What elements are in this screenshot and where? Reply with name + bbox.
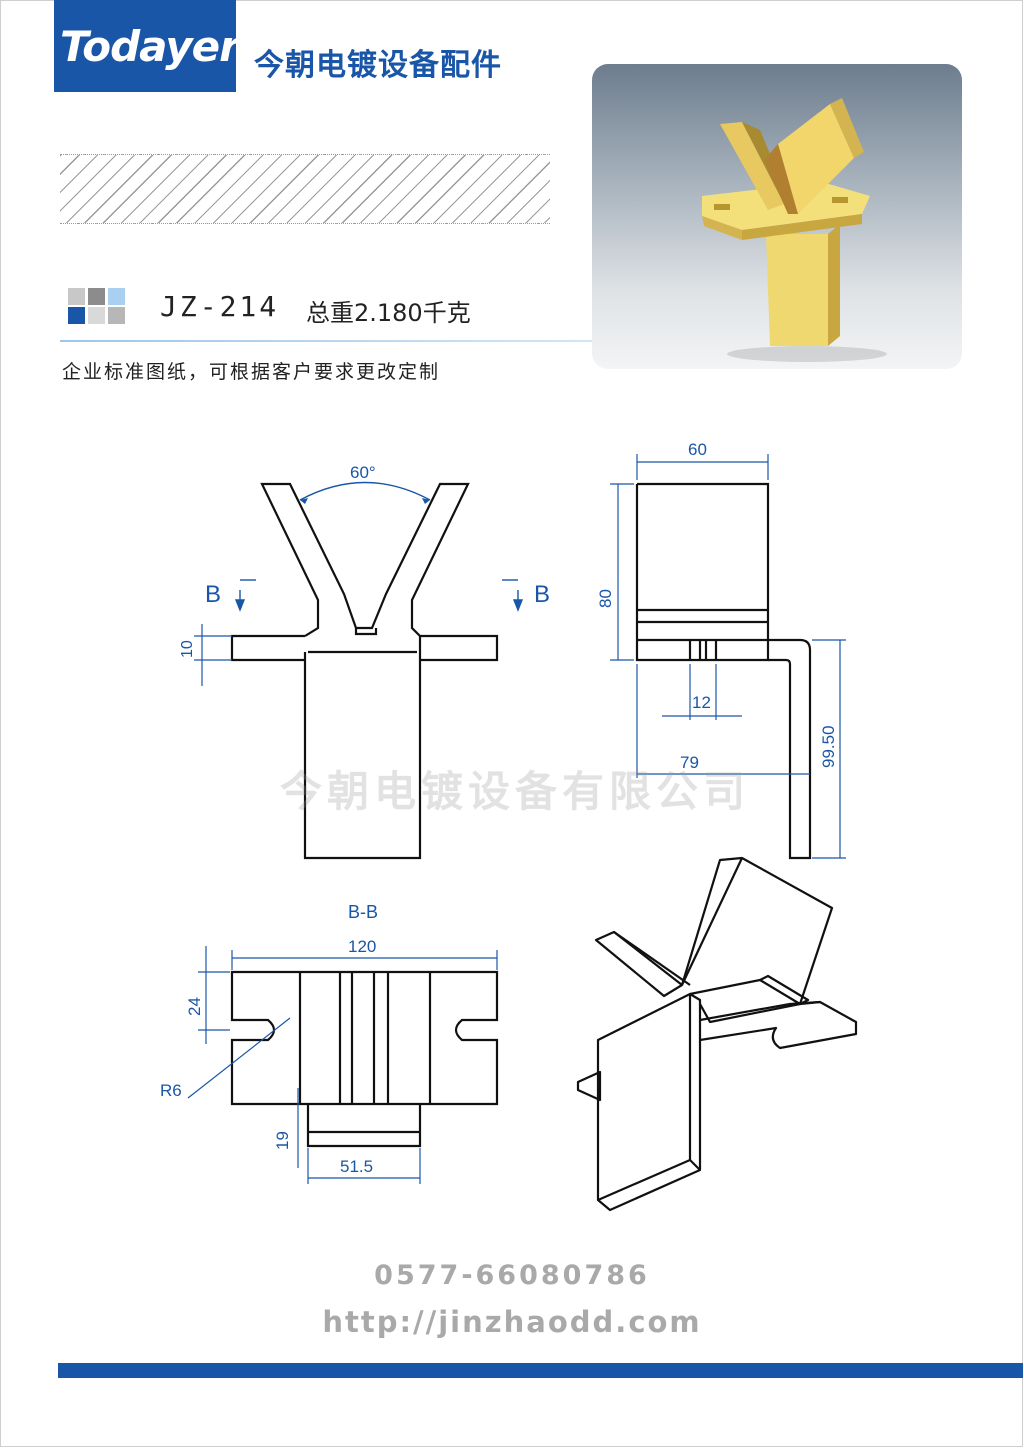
swatch-2 bbox=[88, 288, 105, 305]
dim-side-height: 80 bbox=[596, 589, 615, 608]
angle-label: 60° bbox=[350, 463, 376, 482]
logo-box bbox=[54, 0, 236, 92]
dim-section-flange: 24 bbox=[185, 997, 204, 1016]
swatch-1 bbox=[68, 288, 85, 305]
side-view-outline bbox=[635, 482, 770, 662]
section-mark-left: B bbox=[205, 581, 221, 608]
bottom-bar bbox=[58, 1363, 1023, 1378]
watermark: 今朝电镀设备有限公司 bbox=[280, 767, 751, 816]
drawing-note: 企业标准图纸，可根据客户要求更改定制 bbox=[62, 361, 441, 383]
section-title: B-B bbox=[348, 902, 378, 922]
section-view-outline bbox=[230, 970, 499, 1106]
dim-side-depth: 79 bbox=[680, 753, 699, 772]
dim-section-radius: R6 bbox=[160, 1081, 182, 1100]
hatch-decoration bbox=[60, 154, 550, 224]
front-view-outline bbox=[230, 482, 499, 860]
dim-section-width: 120 bbox=[348, 937, 376, 956]
dim-section-stem: 51.5 bbox=[340, 1157, 373, 1176]
technical-drawing: 60° B B 10 bbox=[0, 400, 1024, 1260]
total-weight: 总重2.180千克 bbox=[306, 299, 471, 327]
dim-side-slot: 12 bbox=[692, 693, 711, 712]
dim-front-thickness: 10 bbox=[179, 640, 196, 658]
swatch-4 bbox=[68, 307, 85, 324]
section-mark-right: B bbox=[534, 581, 550, 608]
isometric-view bbox=[576, 856, 858, 1212]
model-number: JZ-214 bbox=[160, 290, 280, 323]
footer-url[interactable]: http://jinzhaodd.com bbox=[322, 1305, 702, 1339]
dim-side-total: 99.50 bbox=[819, 725, 838, 768]
swatch-3 bbox=[108, 288, 125, 305]
swatch-6 bbox=[108, 307, 125, 324]
swatch-5 bbox=[88, 307, 105, 324]
dim-section-tab: 19 bbox=[273, 1131, 292, 1150]
dim-side-width: 60 bbox=[688, 440, 707, 459]
product-render bbox=[702, 98, 887, 362]
product-photo bbox=[592, 64, 962, 369]
title-rule bbox=[60, 340, 600, 342]
drawing-canvas: 60° B B 10 bbox=[160, 440, 858, 1212]
brand-name: 今朝电镀设备配件 bbox=[254, 48, 502, 83]
footer-phone: 0577-66080786 bbox=[374, 1260, 650, 1291]
logo-text: Todayer bbox=[60, 22, 240, 71]
